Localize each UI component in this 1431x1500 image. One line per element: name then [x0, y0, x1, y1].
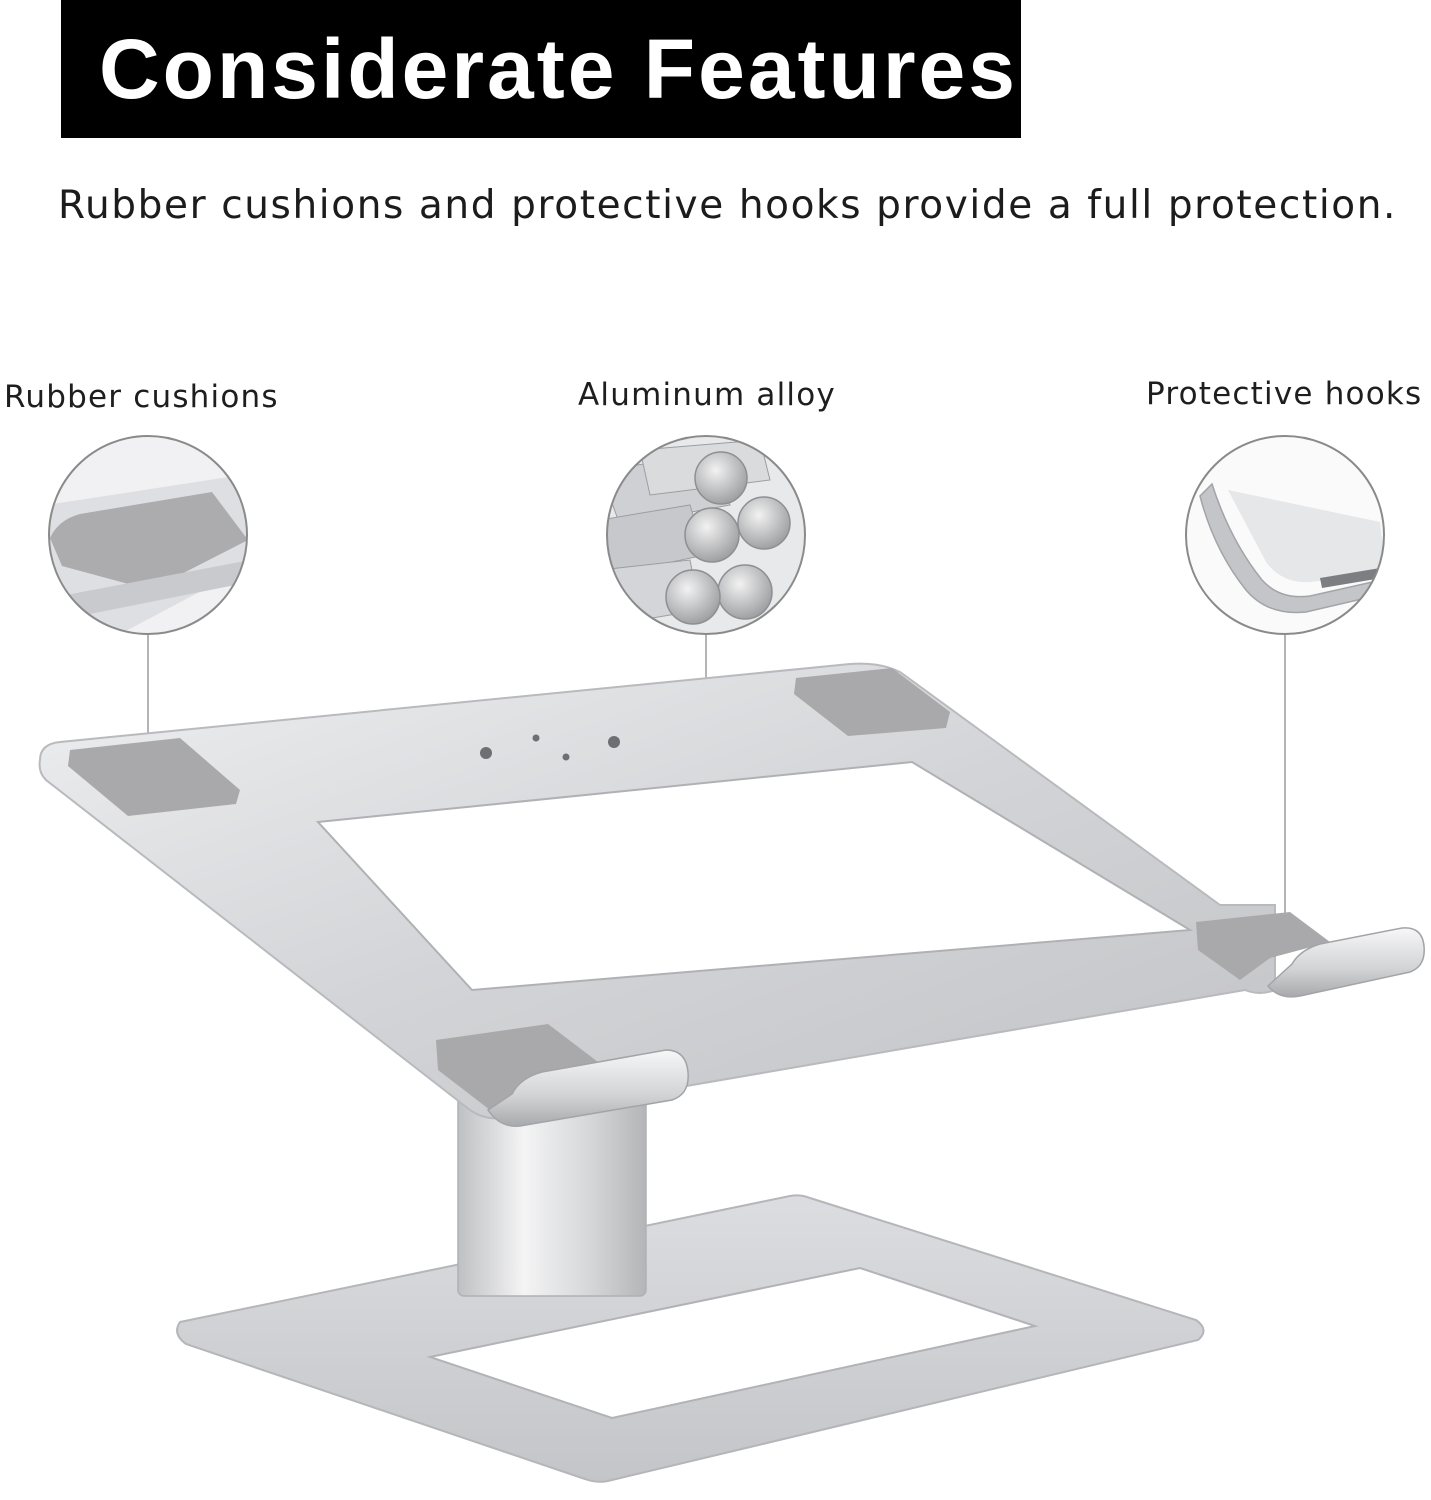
rubber-pad-front-right — [1196, 912, 1330, 980]
stand-base — [176, 1194, 1205, 1483]
aluminum-rods-detail-icon — [606, 435, 806, 635]
page-title: Considerate Features — [99, 21, 1018, 116]
leader-lines — [144, 634, 1289, 929]
rubber-pad-front-left — [436, 1024, 598, 1110]
front-hook-left — [486, 1049, 689, 1127]
callout-label-protective-hooks: Protective hooks — [1146, 376, 1423, 412]
tray-screw-holes — [480, 734, 620, 761]
stand-column — [455, 789, 647, 1297]
stand-tray — [38, 662, 1425, 1127]
page-subtitle: Rubber cushions and protective hooks pro… — [58, 183, 1398, 228]
leader-dot-rubber — [144, 756, 152, 764]
rubber-pads — [68, 668, 1330, 1110]
title-banner: Considerate Features — [61, 0, 1021, 138]
callout-label-aluminum-alloy: Aluminum alloy — [578, 377, 836, 413]
protective-hook-detail-icon — [1185, 435, 1385, 635]
callout-label-rubber-cushions: Rubber cushions — [4, 379, 279, 415]
rubber-pad-back-left — [68, 738, 240, 816]
leader-dot-hooks — [1281, 921, 1289, 929]
front-hook-right — [1266, 927, 1425, 998]
leader-dot-alloy — [702, 710, 710, 718]
rubber-cushion-detail-icon — [48, 435, 248, 635]
rubber-pad-back-right — [794, 668, 950, 736]
